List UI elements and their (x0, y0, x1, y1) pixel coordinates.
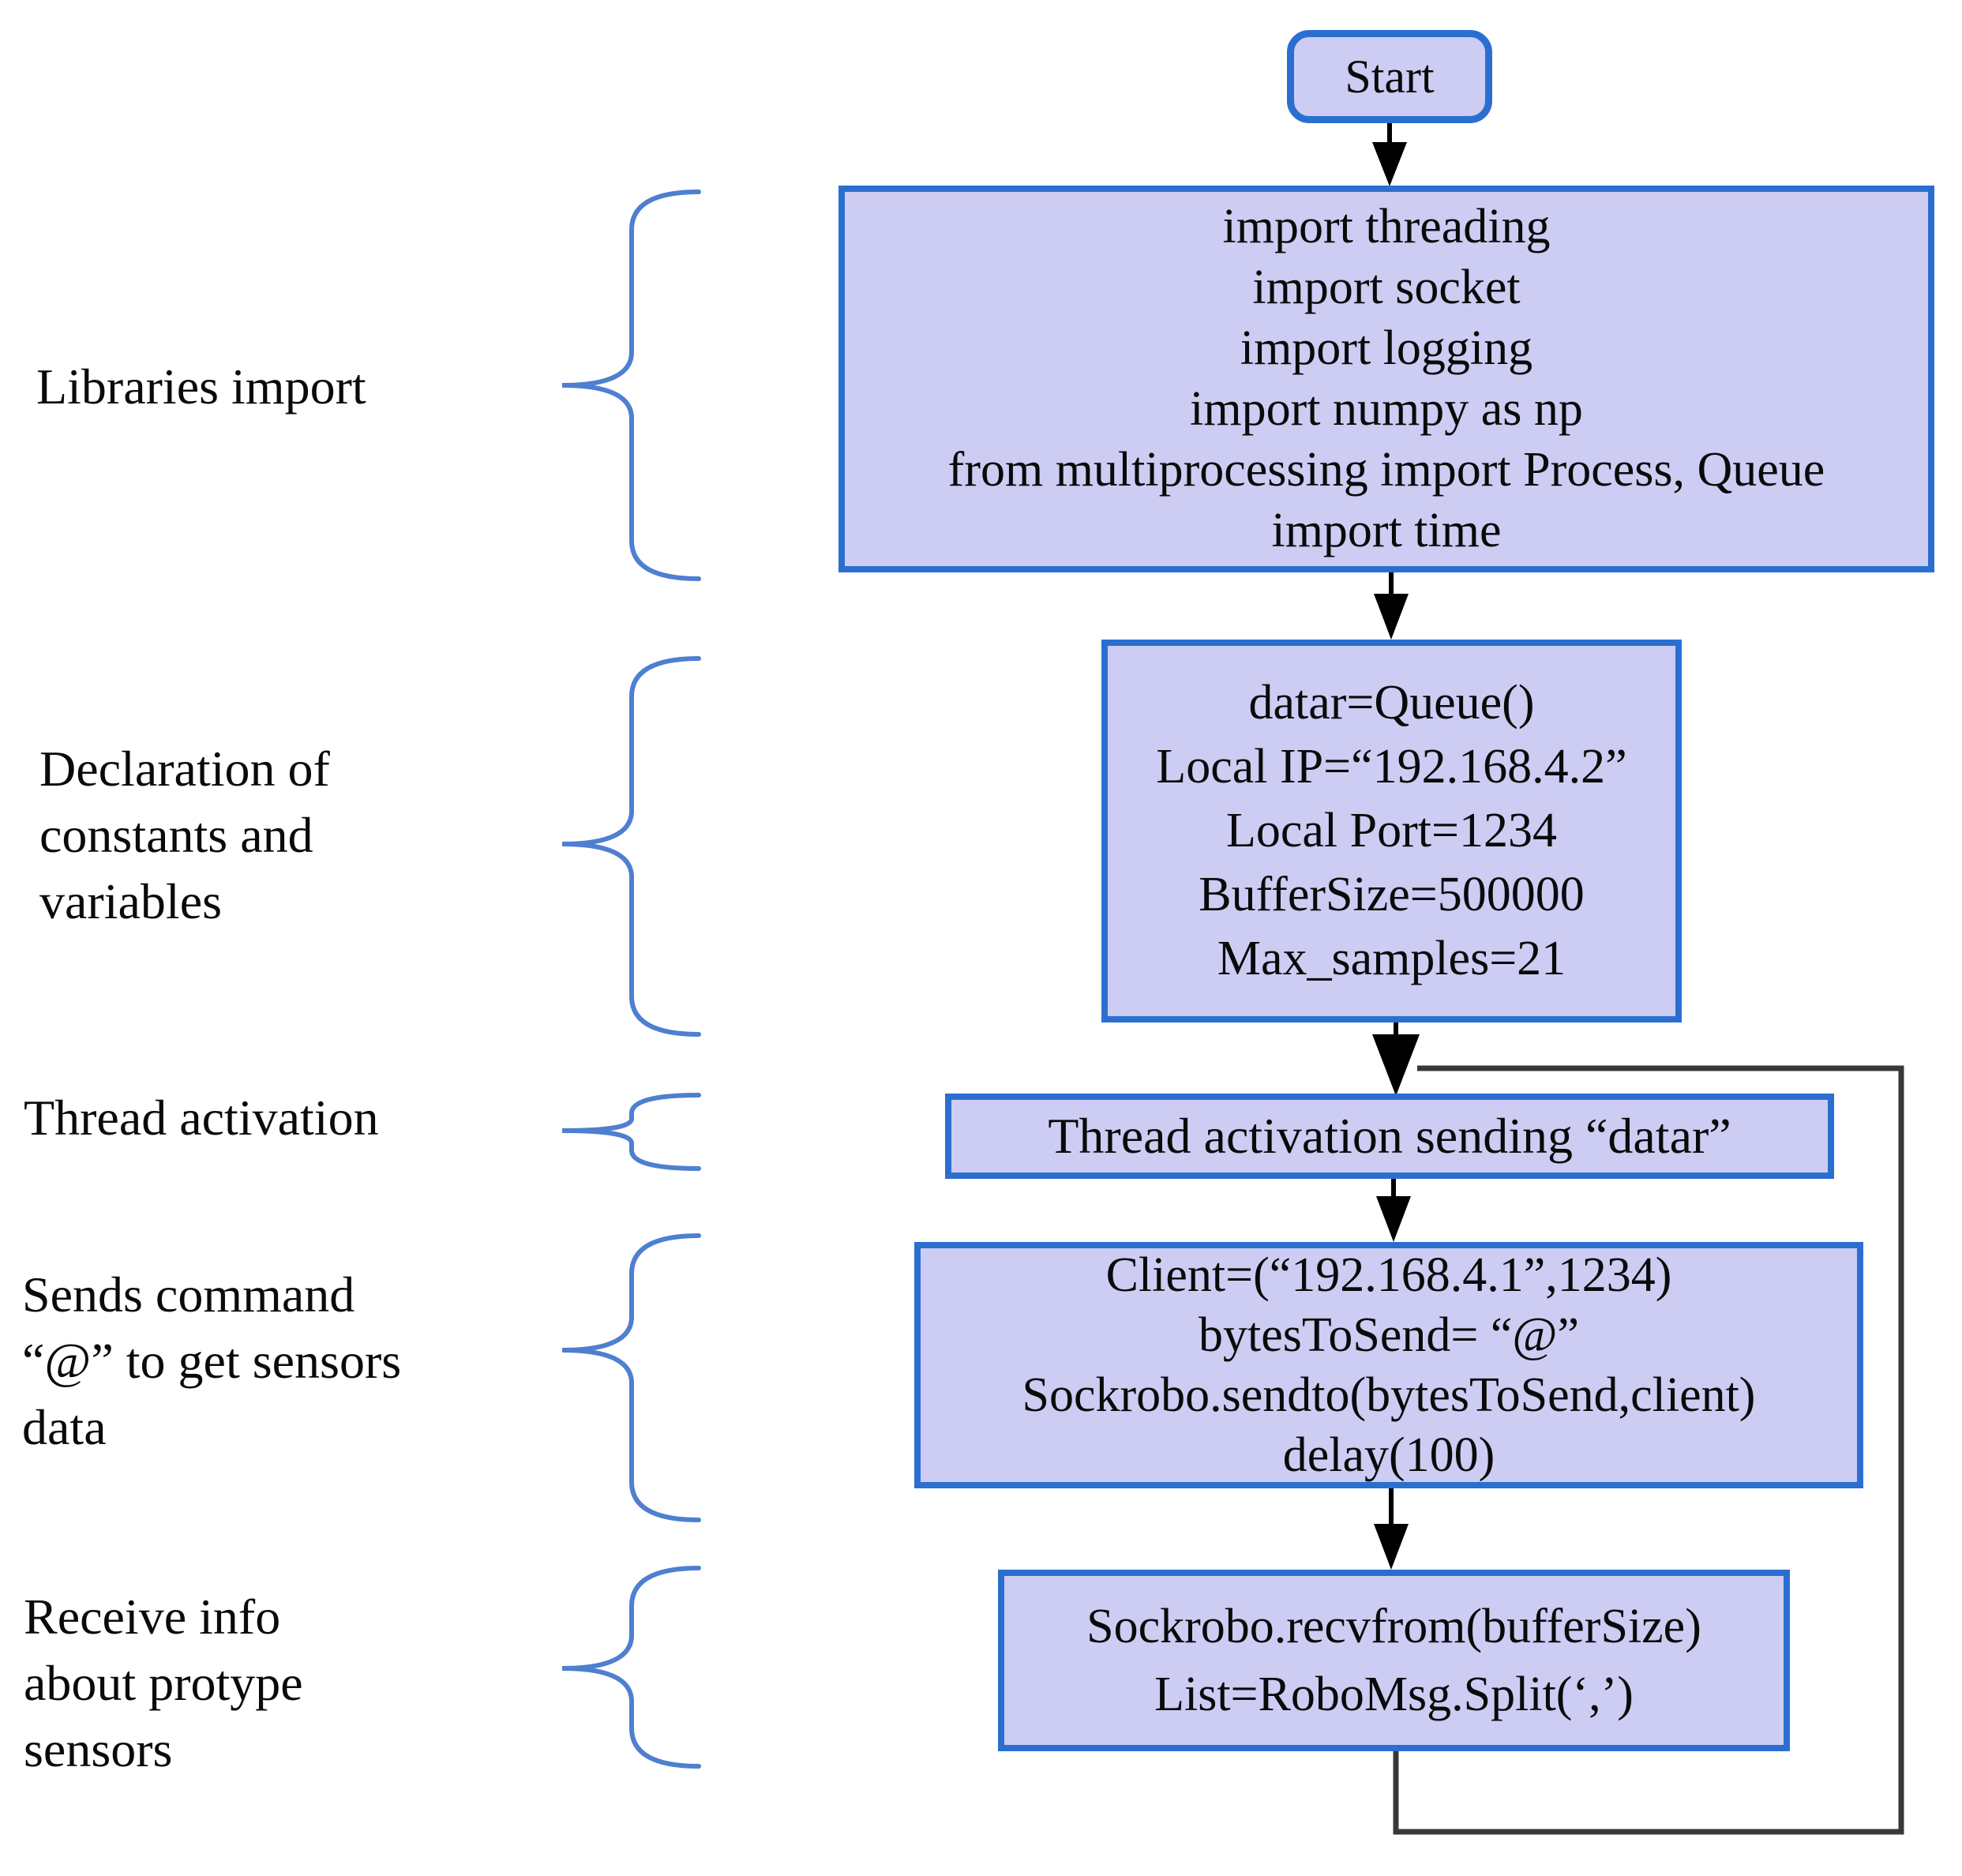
label-line: variables (39, 873, 222, 929)
arrow-head (1374, 594, 1409, 640)
brace-libraries-import (561, 189, 701, 581)
box-line: import socket (1252, 261, 1521, 314)
box-line: import threading (1222, 200, 1551, 253)
box-line: Max_samples=21 (1217, 932, 1566, 985)
brace-declarations (561, 656, 701, 1037)
label-line: about protype (24, 1655, 303, 1711)
arrow-imports-to-declarations (1374, 570, 1409, 640)
box-line: Client=(“192.168.4.1”,1234) (1105, 1248, 1672, 1302)
arrow-head (1374, 1524, 1409, 1570)
label-line: sensors (24, 1721, 173, 1777)
label-line: Receive info (24, 1589, 281, 1645)
label-libraries-import: Libraries import (36, 354, 366, 420)
label-send-command: Sends command “@” to get sensors data (22, 1262, 401, 1461)
box-line: Local IP=“192.168.4.2” (1156, 740, 1627, 794)
label-line: data (22, 1399, 107, 1455)
arrow-thread-to-send (1376, 1177, 1411, 1242)
box-line: bytesToSend= “@” (1198, 1308, 1579, 1362)
box-line: Sockrobo.recvfrom(bufferSize) (1086, 1600, 1701, 1653)
node-start: Start (1287, 30, 1492, 123)
box-line: datar=Queue() (1248, 676, 1535, 730)
node-send-command: Client=(“192.168.4.1”,1234) bytesToSend=… (914, 1242, 1863, 1488)
node-thread-activation: Thread activation sending “datar” (945, 1094, 1834, 1179)
label-line: Libraries import (36, 358, 366, 415)
brace-receive-info (561, 1566, 701, 1769)
box-line: Sockrobo.sendto(bytesToSend,client) (1022, 1368, 1756, 1422)
label-thread-activation: Thread activation (24, 1085, 379, 1151)
label-line: Thread activation (24, 1090, 379, 1146)
label-line: Sends command (22, 1266, 355, 1323)
label-line: constants and (39, 807, 313, 863)
box-line: List=RoboMsg.Split(‘,’) (1154, 1668, 1634, 1721)
arrow-head (1372, 1034, 1420, 1096)
box-line: BufferSize=500000 (1199, 868, 1585, 921)
box-line: delay(100) (1282, 1428, 1495, 1482)
node-declarations: datar=Queue() Local IP=“192.168.4.2” Loc… (1101, 640, 1682, 1022)
box-line: import numpy as np (1190, 382, 1583, 436)
node-libraries-import: import threading import socket import lo… (838, 186, 1934, 572)
box-line: Thread activation sending “datar” (1048, 1108, 1731, 1164)
brace-send-command (561, 1233, 701, 1522)
box-line: from multiprocessing import Process, Que… (947, 443, 1825, 497)
label-receive-info: Receive info about protype sensors (24, 1584, 303, 1783)
arrow-head (1372, 142, 1407, 186)
box-line: import logging (1240, 321, 1533, 375)
brace-thread-activation (561, 1093, 701, 1171)
box-line: Local Port=1234 (1226, 804, 1557, 857)
node-receive-info: Sockrobo.recvfrom(bufferSize) List=RoboM… (998, 1570, 1790, 1751)
label-line: Declaration of (39, 741, 330, 797)
label-line: “@” to get sensors (22, 1333, 402, 1389)
label-declarations: Declaration of constants and variables (39, 736, 330, 935)
box-line: Start (1345, 51, 1435, 103)
arrow-start-to-imports (1372, 123, 1407, 186)
arrow-head (1376, 1196, 1411, 1242)
arrow-declarations-to-thread (1372, 1021, 1420, 1096)
arrow-send-to-receive (1374, 1487, 1409, 1570)
box-line: import time (1271, 504, 1502, 557)
